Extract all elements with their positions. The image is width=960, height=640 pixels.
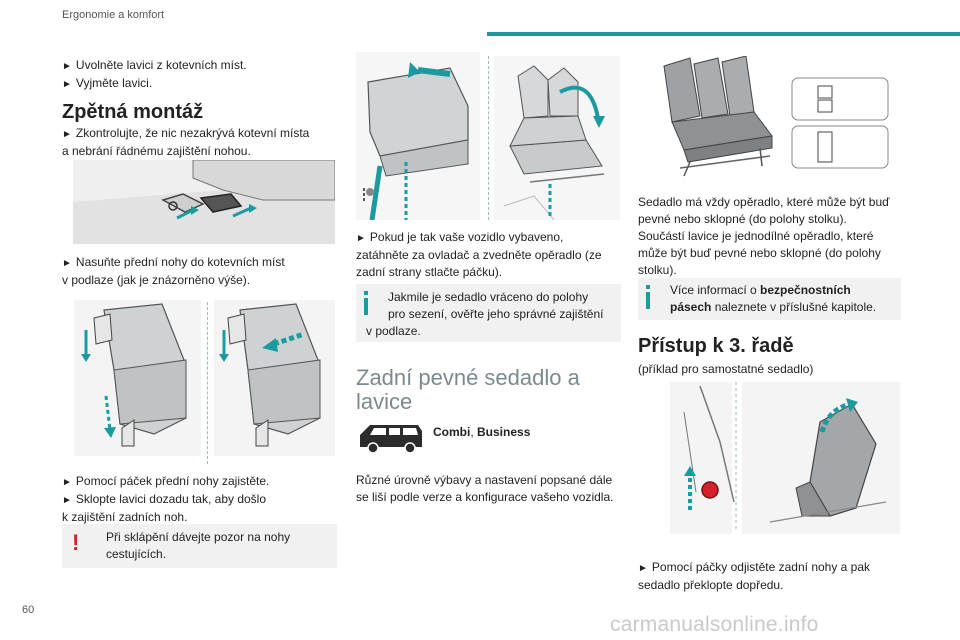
heading-reassembly: Zpětná montáž: [62, 101, 204, 123]
illustration-bench-fold-left: [74, 300, 201, 456]
info-box-seatbelts: Více informací o bezpečnostních pásech n…: [638, 278, 901, 320]
info-text: Více informací o bezpečnostních pásech n…: [670, 283, 877, 314]
info-icon: [364, 291, 368, 315]
page-number: 60: [22, 604, 35, 616]
illustration-bench-fold-right: [214, 300, 335, 456]
paragraph-slide-legs: ►Nasuňte přední nohy do kotevních míst v…: [62, 255, 285, 287]
triangle-right-icon: ►: [62, 129, 72, 140]
triangle-right-icon: ►: [638, 563, 648, 574]
header-accent-rule: [487, 32, 960, 36]
paragraph-lever: ►Pokud je tak vaše vozidlo vybaveno, zat…: [356, 230, 602, 279]
watermark: carmanualsonline.info: [610, 613, 819, 636]
list-item: ►Vyjměte lavici.: [62, 76, 153, 90]
triangle-right-icon: ►: [62, 79, 72, 90]
illustration-backrest-lever-left: [356, 52, 480, 220]
info-text-cont: v podlaze.: [366, 324, 421, 338]
illustration-backrest-lever-right: [494, 56, 620, 220]
triangle-right-icon: ►: [62, 495, 72, 506]
warning-box: ! Při sklápění dávejte pozor na nohy ces…: [62, 524, 337, 568]
section-title: Ergonomie a komfort: [62, 9, 165, 21]
illustration-seat-layout: [650, 56, 900, 188]
list-item: ►Uvolněte lavici z kotevních míst.: [62, 58, 247, 72]
info-text: Jakmile je sedadlo vráceno do polohy pro…: [388, 290, 604, 321]
warning-text: Při sklápění dávejte pozor na nohy cestu…: [106, 530, 291, 561]
paragraph-variants: Různé úrovně výbavy a nastavení popsané …: [356, 473, 614, 504]
paragraph-lock-fold: ►Pomocí páček přední nohy zajistěte. ►Sk…: [62, 474, 270, 524]
paragraph-check: ►Zkontrolujte, že nic nezakrývá kotevní …: [62, 126, 310, 158]
triangle-right-icon: ►: [62, 477, 72, 488]
info-icon: [646, 285, 650, 309]
heading-rear-fixed-seat: Zadní pevné sedadlo a lavice: [356, 365, 580, 414]
divider: [488, 56, 489, 220]
info-box-seat-locked: Jakmile je sedadlo vráceno do polohy pro…: [356, 284, 621, 342]
triangle-right-icon: ►: [356, 233, 366, 244]
example-note: (příklad pro samostatné sedadlo): [638, 362, 814, 376]
triangle-right-icon: ►: [62, 61, 72, 72]
heading-third-row-access: Přístup k 3. řadě: [638, 335, 794, 357]
paragraph-seat-types: Sedadlo má vždy opěradlo, které může být…: [638, 195, 890, 277]
van-icon: [356, 421, 424, 455]
triangle-right-icon: ►: [62, 258, 72, 269]
divider: [207, 302, 208, 464]
exclamation-icon: !: [72, 530, 80, 555]
versions-label: Combi, Business: [433, 425, 531, 439]
illustration-anchor-points: [73, 160, 335, 244]
bullet-list-top: ►Uvolněte lavici z kotevních míst. ►Vyjm…: [62, 57, 247, 93]
paragraph-release: ►Pomocí páčky odjistěte zadní nohy a pak…: [638, 560, 871, 592]
illustration-third-row: [670, 382, 900, 534]
